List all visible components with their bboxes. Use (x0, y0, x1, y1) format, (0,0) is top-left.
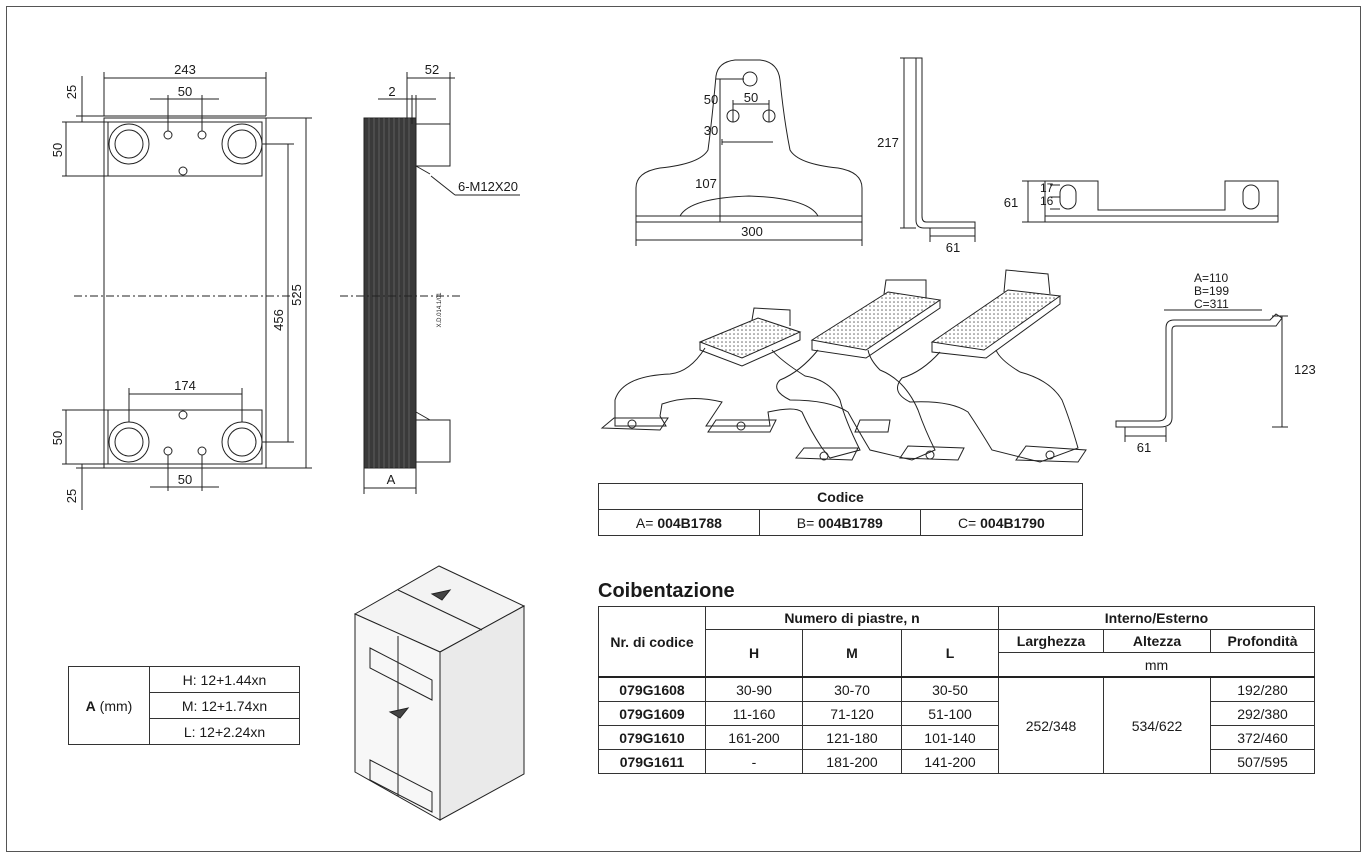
cell-width: 252/348 (998, 676, 1104, 774)
col-depth-header: Profondità (1210, 629, 1315, 653)
dim-2: 2 (388, 84, 395, 99)
bracket-side-view (900, 57, 976, 242)
dim-25-top: 25 (64, 85, 79, 99)
codice-table: Codice A= 004B1788 B= 004B1789 C= 004B17… (598, 483, 1084, 536)
dim-50-left-bottom: 50 (50, 431, 65, 445)
table-row: 079G1608 30-90 30-70 30-50 252/348 534/6… (598, 676, 1315, 774)
col-inout-header: Interno/Esterno (998, 606, 1315, 630)
bracket-front-view (635, 59, 863, 246)
cell-height: 534/622 (1103, 676, 1211, 774)
bracket-top-view (1022, 180, 1279, 223)
dim-243: 243 (174, 62, 196, 77)
codice-c: C= 004B1790 (919, 509, 1084, 536)
dim-bracket-30: 30 (704, 123, 718, 138)
bracket-isometric (600, 269, 1087, 463)
col-width-header: Larghezza (998, 629, 1104, 653)
dim-a: A (387, 472, 396, 487)
col-plates-header: Numero di piastre, n (705, 606, 999, 630)
coibentazione-table: Nr. di codice Numero di piastre, n Inter… (598, 606, 1315, 774)
dim-50-top: 50 (178, 84, 192, 99)
dim-525: 525 (289, 284, 304, 306)
codice-header: Codice (598, 483, 1083, 510)
col-code-header: Nr. di codice (598, 606, 706, 678)
dim-a110: A=110 (1194, 271, 1228, 285)
dim-50-left-top: 50 (50, 143, 65, 157)
dim-bracket-300: 300 (741, 224, 763, 239)
dim-bracket-16: 16 (1040, 194, 1054, 208)
dim-52: 52 (425, 62, 439, 77)
a-label: A (mm) (68, 666, 150, 745)
a-formula-table: A (mm) H: 12+1.44xn M: 12+1.74xn L: 12+2… (68, 666, 300, 745)
col-height-header: Altezza (1103, 629, 1211, 653)
col-unit: mm (998, 652, 1315, 678)
dim-bracket-107: 107 (695, 176, 717, 191)
table-row: 079G1611 - 181-200 141-200 507/595 (598, 749, 1315, 774)
codice-a: A= 004B1788 (598, 509, 760, 536)
coibentazione-title: Coibentazione (598, 580, 735, 602)
dim-50-bottom: 50 (178, 472, 192, 487)
codice-b: B= 004B1789 (758, 509, 921, 536)
dim-456: 456 (271, 309, 286, 331)
dim-bracket-61c: 61 (1137, 440, 1151, 455)
bracket-profile-view (1115, 309, 1288, 442)
drawing-frame (6, 6, 1361, 852)
dim-bracket-50b: 50 (744, 90, 758, 105)
table-row: 079G1609 11-160 71-120 51-100 292/380 (598, 701, 1315, 726)
dim-bracket-50a: 50 (704, 92, 718, 107)
dim-25-bottom: 25 (64, 489, 79, 503)
insulation-box (353, 565, 526, 821)
a-formula-l: L: 12+2.24xn (149, 718, 300, 745)
col-l-header: L (901, 629, 999, 678)
side-view (340, 72, 520, 494)
doc-code: X.D.014.1/01 (437, 292, 443, 328)
dim-bracket-61a: 61 (946, 240, 960, 255)
dim-c311: C=311 (1194, 297, 1229, 311)
col-m-header: M (802, 629, 902, 678)
col-h-header: H (705, 629, 803, 678)
a-formula-h: H: 12+1.44xn (149, 666, 300, 693)
dim-bracket-61b: 61 (1004, 195, 1018, 210)
dim-bracket-123: 123 (1294, 362, 1316, 377)
dim-bracket-217: 217 (877, 135, 899, 150)
a-formula-m: M: 12+1.74xn (149, 692, 300, 719)
dim-b199: B=199 (1194, 284, 1229, 298)
dim-174: 174 (174, 378, 196, 393)
dim-bracket-17: 17 (1040, 181, 1054, 195)
front-view (62, 72, 312, 510)
dim-thread: 6-M12X20 (458, 179, 518, 194)
